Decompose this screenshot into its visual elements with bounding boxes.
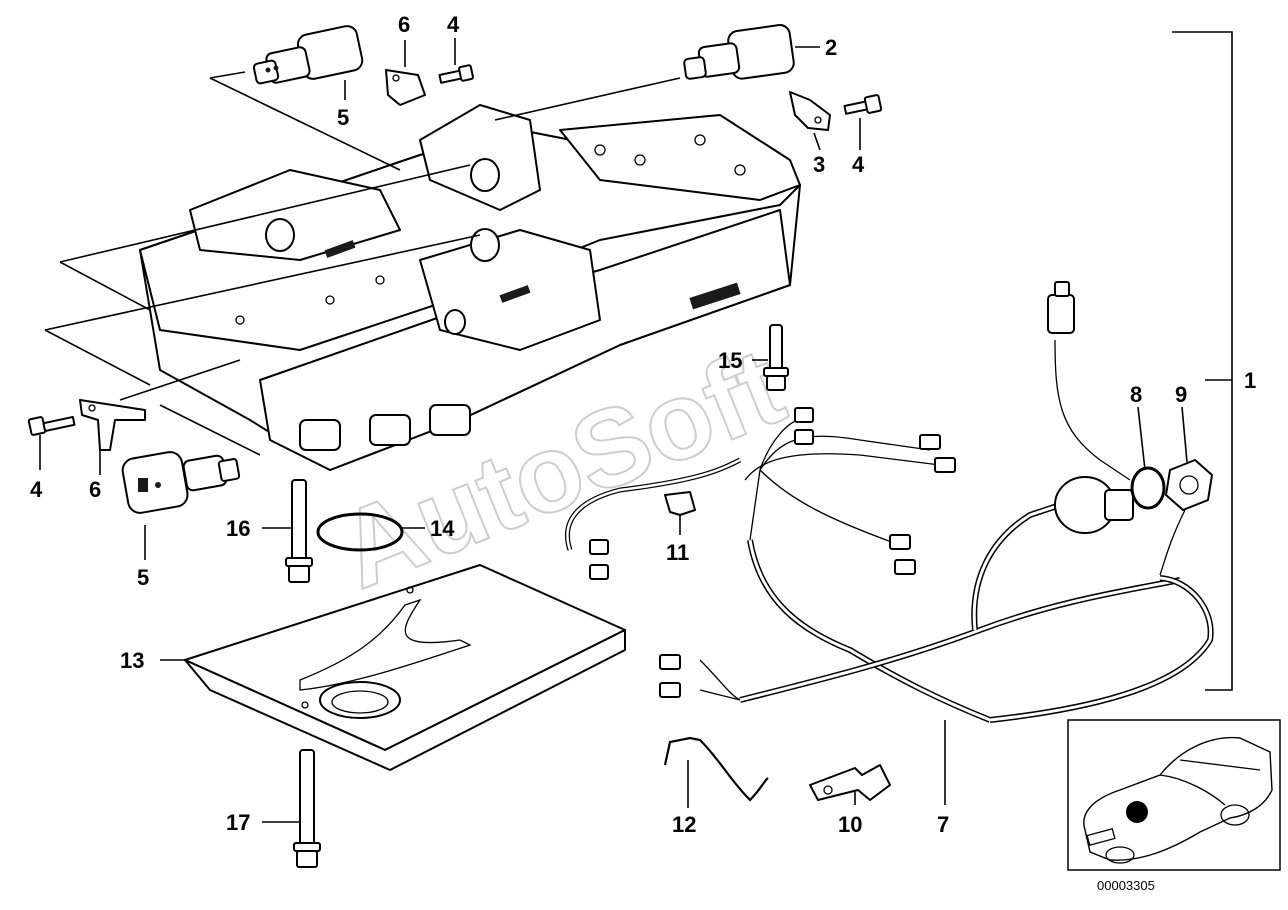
car-outline-icon [1083,736,1273,864]
callout-4-top: 4 [447,12,460,37]
callout-6-top: 6 [398,12,410,37]
callout-7: 7 [937,812,949,837]
callout-14: 14 [430,516,455,541]
vehicle-locator-inset [1067,719,1281,871]
callout-4-left: 4 [30,477,43,502]
harness-connector [1054,476,1134,534]
callout-5-top: 5 [337,105,349,130]
callout-4-right: 4 [852,152,865,177]
leader-lines [39,38,1232,823]
reference-number: 00003305 [1097,878,1155,893]
o-ring-14 [316,512,404,552]
callout-5-bottom: 5 [137,565,149,590]
screw-4-right [843,94,883,115]
callout-10: 10 [838,812,862,837]
clamp-10 [809,764,891,801]
assembly-bracket [1172,31,1233,691]
solenoid-valve-bottom-left [121,451,241,514]
callout-1: 1 [1244,368,1256,393]
filter-13 [184,564,626,771]
bracket-6-bottom [79,399,146,451]
hex-nut-9 [1165,459,1213,511]
callout-6-bottom: 6 [89,477,101,502]
bolt-16 [285,479,313,583]
bracket-6-top [385,69,426,106]
callout-13: 13 [120,648,144,673]
bracket-3 [789,91,831,131]
callout-15: 15 [718,348,742,373]
solenoid-valve-top-left [252,25,364,85]
callout-17: 17 [226,810,250,835]
callout-8: 8 [1130,382,1142,407]
bolt-17 [293,749,321,868]
screw-4-left [27,415,76,436]
callouts: 1 2 3 4 4 4 5 5 6 6 7 8 9 10 11 12 13 14… [30,12,1256,837]
solenoid-valve-top-right [683,24,795,80]
bolt-15 [763,324,789,391]
clip-11 [664,491,696,516]
callout-12: 12 [672,812,696,837]
callout-3: 3 [813,152,825,177]
valve-body [139,104,801,471]
callout-9: 9 [1175,382,1187,407]
callout-2: 2 [825,35,837,60]
wiring-harness-7 [564,281,1214,723]
callout-11: 11 [666,540,689,565]
screw-4-top [438,64,474,84]
clip-12 [663,736,769,802]
callout-16: 16 [226,516,250,541]
seal-ring-8 [1130,466,1166,510]
explode-guides [44,71,681,456]
location-marker [1126,801,1148,823]
